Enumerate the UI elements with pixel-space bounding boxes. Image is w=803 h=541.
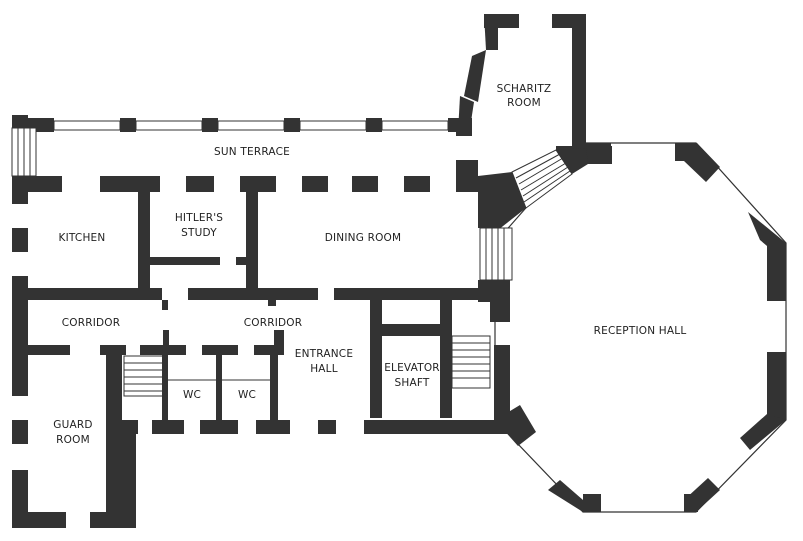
reception-hall-label: RECEPTION HALL [594, 325, 687, 337]
corridor-right-label: CORRIDOR [244, 317, 303, 329]
upper-row-walls [12, 176, 513, 528]
sun-terrace-label: SUN TERRACE [214, 146, 290, 158]
wc-right-label: WC [238, 389, 256, 401]
corridor-left-label: CORRIDOR [62, 317, 121, 329]
hitlers-study-label-line1: HITLER'S [175, 212, 223, 224]
corridor-walls [12, 288, 510, 355]
wc-left-label: WC [183, 389, 201, 401]
elevator-shaft-label-line1: ELEVATOR [384, 362, 440, 374]
scharitz-room-label-line2: ROOM [507, 97, 541, 109]
scharitz-room-label-line1: SCHARITZ [497, 83, 552, 95]
dining-room-label: DINING ROOM [325, 232, 402, 244]
entrance-hall-label-line1: ENTRANCE [295, 348, 353, 360]
guard-room-label-line2: ROOM [56, 434, 90, 446]
sun-terrace-walls [11, 115, 478, 191]
kitchen-label: KITCHEN [59, 232, 106, 244]
room-labels: SCHARITZ ROOM SUN TERRACE KITCHEN HITLER… [53, 83, 686, 446]
hitlers-study-label-line2: STUDY [181, 227, 217, 239]
elevator-shaft-label-line2: SHAFT [394, 377, 429, 389]
lower-block-walls [12, 300, 510, 528]
guard-room-label-line1: GUARD [53, 419, 92, 431]
entrance-hall-label-line2: HALL [310, 363, 338, 375]
curved-stair [478, 148, 588, 230]
